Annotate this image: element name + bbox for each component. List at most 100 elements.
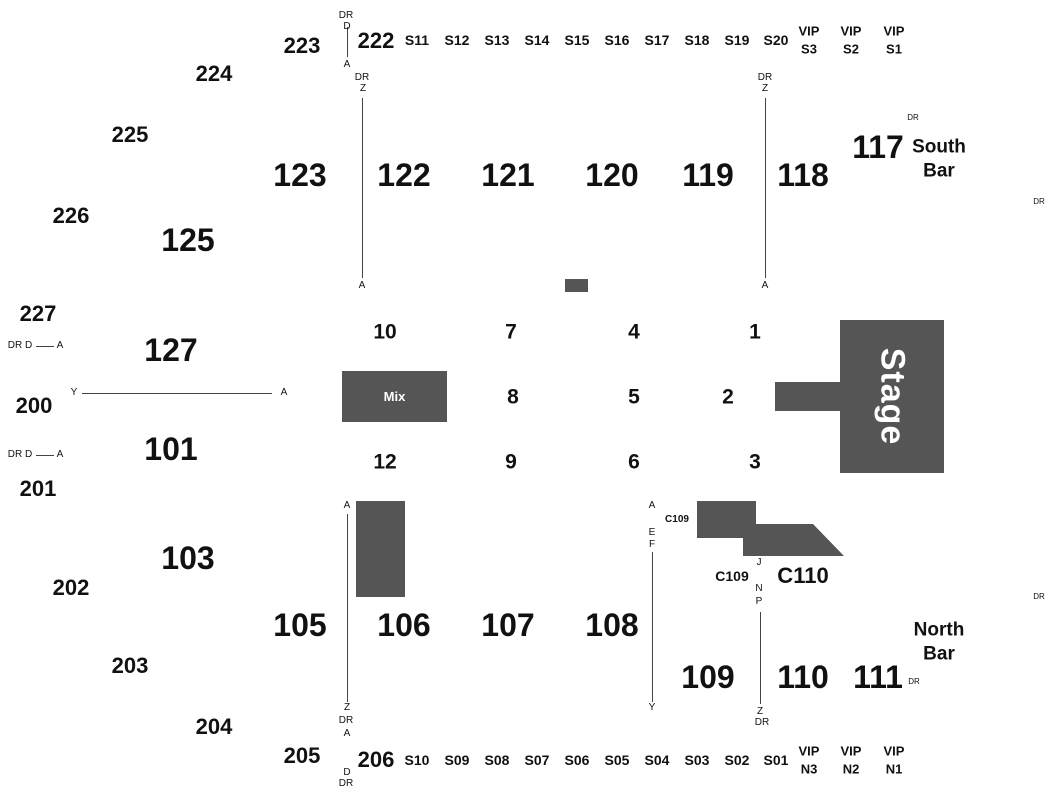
section-109[interactable]: 109 xyxy=(681,659,735,695)
suite-s12[interactable]: S12 xyxy=(444,32,470,48)
vip-s3-line2: S3 xyxy=(801,41,817,56)
marker-a: A xyxy=(343,59,351,70)
camera-block-north xyxy=(356,501,405,597)
stage-block[interactable] xyxy=(840,320,944,473)
section-122[interactable]: 122 xyxy=(377,157,431,193)
suite-s08[interactable]: S08 xyxy=(484,752,510,768)
suite-s18[interactable]: S18 xyxy=(684,32,710,48)
north-bar-line2: Bar xyxy=(923,643,955,664)
section-226[interactable]: 226 xyxy=(52,203,90,228)
floor-section-3[interactable]: 3 xyxy=(749,450,761,474)
suite-s16[interactable]: S16 xyxy=(604,32,630,48)
section-107[interactable]: 107 xyxy=(481,607,535,643)
section-201[interactable]: 201 xyxy=(19,476,57,501)
suite-s11[interactable]: S11 xyxy=(404,32,430,48)
floor-section-2[interactable]: 2 xyxy=(722,385,734,409)
section-111[interactable]: 111 xyxy=(853,659,903,695)
section-121[interactable]: 121 xyxy=(481,157,535,193)
marker-a: A xyxy=(343,500,351,511)
section-118[interactable]: 118 xyxy=(777,157,829,193)
south-bar[interactable]: South Bar xyxy=(912,135,966,183)
floor-section-12[interactable]: 12 xyxy=(373,450,397,474)
suite-s05[interactable]: S05 xyxy=(604,752,630,768)
floor-section-7[interactable]: 7 xyxy=(505,320,517,344)
floor-section-5[interactable]: 5 xyxy=(628,385,640,409)
floor-section-4[interactable]: 4 xyxy=(628,320,640,344)
section-105[interactable]: 105 xyxy=(273,607,327,643)
suite-s20[interactable]: S20 xyxy=(763,32,789,48)
vip-suite-s1[interactable]: VIP S1 xyxy=(884,22,905,57)
section-106[interactable]: 106 xyxy=(377,607,431,643)
aisle-line-118-119 xyxy=(765,98,766,278)
section-103[interactable]: 103 xyxy=(161,540,215,576)
section-110[interactable]: 110 xyxy=(777,659,829,695)
suite-s14[interactable]: S14 xyxy=(524,32,550,48)
camera-block-south xyxy=(565,279,588,292)
floor-section-6[interactable]: 6 xyxy=(628,450,640,474)
section-203[interactable]: 203 xyxy=(111,653,149,678)
section-108[interactable]: 108 xyxy=(585,607,639,643)
marker-dr: DR xyxy=(338,10,354,21)
suite-s02[interactable]: S02 xyxy=(724,752,750,768)
section-227[interactable]: 227 xyxy=(19,301,57,326)
floor-section-9[interactable]: 9 xyxy=(505,450,517,474)
floor-section-8[interactable]: 8 xyxy=(507,385,519,409)
marker-d: D xyxy=(343,21,351,32)
section-125[interactable]: 125 xyxy=(161,222,215,258)
suite-s09[interactable]: S09 xyxy=(444,752,470,768)
vip-suite-s2[interactable]: VIP S2 xyxy=(841,22,862,57)
section-119[interactable]: 119 xyxy=(682,157,734,193)
marker-a: A xyxy=(358,280,366,291)
marker-d: D xyxy=(343,767,351,778)
north-bar[interactable]: North Bar xyxy=(914,618,965,666)
marker-dr-d: DR D xyxy=(7,340,33,351)
marker-dr-d: DR D xyxy=(7,449,33,460)
floor-section-10[interactable]: 10 xyxy=(373,320,397,344)
marker-dr: DR xyxy=(338,778,354,789)
suite-s19[interactable]: S19 xyxy=(724,32,750,48)
mix-block[interactable]: Mix xyxy=(342,371,447,422)
suite-s03[interactable]: S03 xyxy=(684,752,710,768)
row-line-200 xyxy=(82,393,272,394)
suite-s04[interactable]: S04 xyxy=(644,752,670,768)
vip-suite-n3[interactable]: VIP N3 xyxy=(799,742,820,777)
vip-suite-n2[interactable]: VIP N2 xyxy=(841,742,862,777)
section-204[interactable]: 204 xyxy=(195,714,233,739)
marker-z: Z xyxy=(756,706,764,717)
section-127[interactable]: 127 xyxy=(144,332,198,368)
section-205[interactable]: 205 xyxy=(283,743,321,768)
section-c109-lower[interactable]: C109 xyxy=(715,568,749,584)
suite-s10[interactable]: S10 xyxy=(404,752,430,768)
section-200[interactable]: 200 xyxy=(15,393,53,418)
marker-a: A xyxy=(761,280,769,291)
vip-suite-n1[interactable]: VIP N1 xyxy=(884,742,905,777)
section-206[interactable]: 206 xyxy=(357,747,395,772)
section-120[interactable]: 120 xyxy=(585,157,639,193)
vip-n2-line2: N2 xyxy=(842,761,860,776)
section-c110[interactable]: C110 xyxy=(777,563,829,588)
section-225[interactable]: 225 xyxy=(111,122,149,147)
suite-s17[interactable]: S17 xyxy=(644,32,670,48)
suite-s07[interactable]: S07 xyxy=(524,752,550,768)
mix-label: Mix xyxy=(383,389,406,404)
suite-s15[interactable]: S15 xyxy=(564,32,590,48)
floor-section-1[interactable]: 1 xyxy=(749,320,761,344)
suite-s06[interactable]: S06 xyxy=(564,752,590,768)
marker-j: J xyxy=(756,557,762,568)
section-224[interactable]: 224 xyxy=(195,61,233,86)
suite-s13[interactable]: S13 xyxy=(484,32,510,48)
section-101[interactable]: 101 xyxy=(144,431,198,467)
section-202[interactable]: 202 xyxy=(52,575,90,600)
row-line-201 xyxy=(36,455,54,456)
section-c109-upper[interactable]: C109 xyxy=(665,514,689,525)
section-223[interactable]: 223 xyxy=(283,33,321,58)
marker-a: A xyxy=(56,449,64,460)
suite-s01[interactable]: S01 xyxy=(763,752,789,768)
vip-suite-s3[interactable]: VIP S3 xyxy=(799,22,820,57)
stage-thrust xyxy=(775,382,841,411)
section-222[interactable]: 222 xyxy=(357,28,395,53)
section-117[interactable]: 117 xyxy=(852,129,904,165)
section-123[interactable]: 123 xyxy=(273,157,327,193)
marker-dr: DR xyxy=(354,72,370,83)
